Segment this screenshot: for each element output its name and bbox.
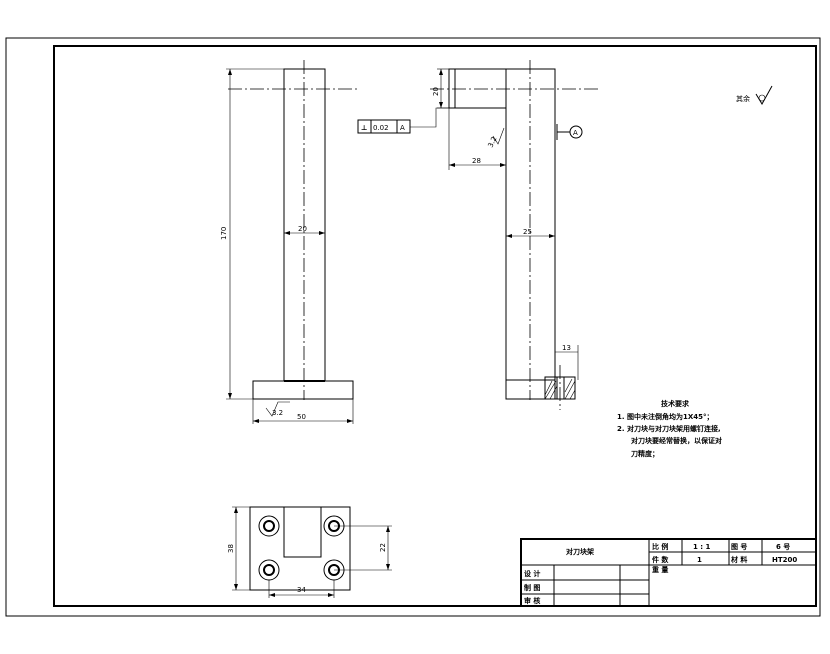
arrow-head [439, 69, 443, 75]
bolt-hole [258, 559, 280, 581]
tech-req-item: 对刀块要经常替换，以保证对 [631, 436, 722, 445]
arrow-head [500, 163, 506, 167]
hatch-line [544, 380, 553, 396]
dim-text-side-hole: 13 [562, 344, 571, 352]
arrow-head [234, 584, 238, 590]
arrow-head [234, 507, 238, 513]
roughness-text-base: 3.2 [272, 409, 283, 417]
scale-label: 比 例 [652, 542, 668, 551]
dim-text-side-offset: 28 [472, 157, 481, 165]
qty-label: 件 数 [652, 555, 669, 564]
hatch-line [564, 378, 573, 393]
draw-label: 制 图 [524, 583, 540, 592]
dim-text-base-width: 50 [297, 413, 306, 421]
side-arm-outline [448, 68, 507, 109]
roughness-icon [492, 127, 505, 145]
arrow-head [549, 234, 555, 238]
hatch-line [564, 380, 576, 400]
roughness-general-note: 其余 [736, 85, 773, 105]
roughness-circle-icon [758, 94, 766, 102]
arrow-head [386, 526, 390, 532]
perpendicular-icon: ⊥ [361, 124, 367, 132]
plan-outline [249, 506, 351, 591]
datum-circle [569, 125, 583, 139]
arrow-head [449, 163, 455, 167]
sheet-value: 6 号 [776, 542, 790, 551]
drawing-no-label: 图 号 [731, 542, 747, 551]
design-label: 设 计 [524, 569, 540, 578]
title-block-name: 对刀块架 [566, 547, 594, 556]
arrow-head [439, 102, 443, 108]
arrow-head [228, 393, 232, 399]
dim-text-plan-height: 38 [227, 544, 235, 553]
arrow-head [386, 564, 390, 570]
datum-label: A [573, 129, 578, 137]
dim-text-side-top: 20 [432, 87, 440, 96]
roughness-check-icon [755, 85, 773, 105]
tech-req-heading: 技术要求 [661, 399, 690, 408]
tolerance-leader [410, 107, 449, 128]
arrow-head [319, 231, 325, 235]
bolt-hole-inner [263, 564, 275, 576]
arrow-head [284, 231, 290, 235]
tolerance-box [357, 119, 411, 134]
roughness-text-side: 3.2 [487, 135, 499, 148]
bolt-hole-inner [263, 520, 275, 532]
plan-view: 38 22 34 [227, 506, 392, 598]
arrow-head [347, 419, 353, 423]
hatch-line [544, 380, 557, 400]
material-value: HT200 [772, 556, 797, 564]
tolerance-frame: ⊥ 0.02 A [357, 107, 449, 134]
bolt-hole [258, 515, 280, 537]
base-outline [252, 380, 354, 400]
tech-requirements: 技术要求 1. 图中未注倒角均为1X45°； 2. 对刀块与对刀块架用螺钉连接,… [617, 399, 722, 458]
review-label: 审 核 [524, 596, 540, 605]
arrow-head [506, 234, 512, 238]
arrow-head [253, 419, 259, 423]
tech-req-item: 2. 对刀块与对刀块架用螺钉连接, [617, 424, 721, 433]
tech-req-item: 1. 图中未注倒角均为1X45°； [617, 412, 713, 421]
roughness-icon [265, 401, 290, 417]
qty-value: 1 [697, 556, 702, 564]
dim-text-front-height: 170 [220, 227, 228, 240]
scale-value: 1 : 1 [693, 543, 711, 551]
dim-text-plan-inner: 22 [379, 543, 387, 552]
weight-label: 重 量 [652, 565, 668, 574]
outer-frame [5, 37, 821, 617]
dim-text-side-width: 25 [523, 228, 532, 236]
section-hole [556, 376, 565, 400]
roughness-note-text: 其余 [736, 94, 750, 103]
title-block: 对刀块架 比 例 1 : 1 图 号 6 号 件 数 1 材 料 HT200 重… [520, 538, 817, 607]
side-view: 20 28 3.2 25 A 13 [430, 60, 600, 410]
dim-text-front-width: 20 [298, 225, 307, 233]
arrow-head [328, 593, 334, 597]
inner-frame [53, 45, 817, 607]
front-view: 170 20 50 3.2 [220, 60, 358, 424]
tech-req-item: 刀精度； [631, 449, 659, 458]
dim-text-plan-width: 34 [297, 586, 306, 594]
title-block-outline [520, 538, 817, 607]
tolerance-datum: A [400, 124, 405, 132]
arrow-head [269, 593, 275, 597]
hatch-line [549, 385, 558, 400]
material-label: 材 料 [730, 555, 747, 564]
plan-slot [283, 506, 322, 558]
side-body-outline [505, 68, 556, 400]
arrow-head [228, 69, 232, 75]
tolerance-value: 0.02 [373, 124, 389, 132]
hatch-line [569, 389, 576, 400]
